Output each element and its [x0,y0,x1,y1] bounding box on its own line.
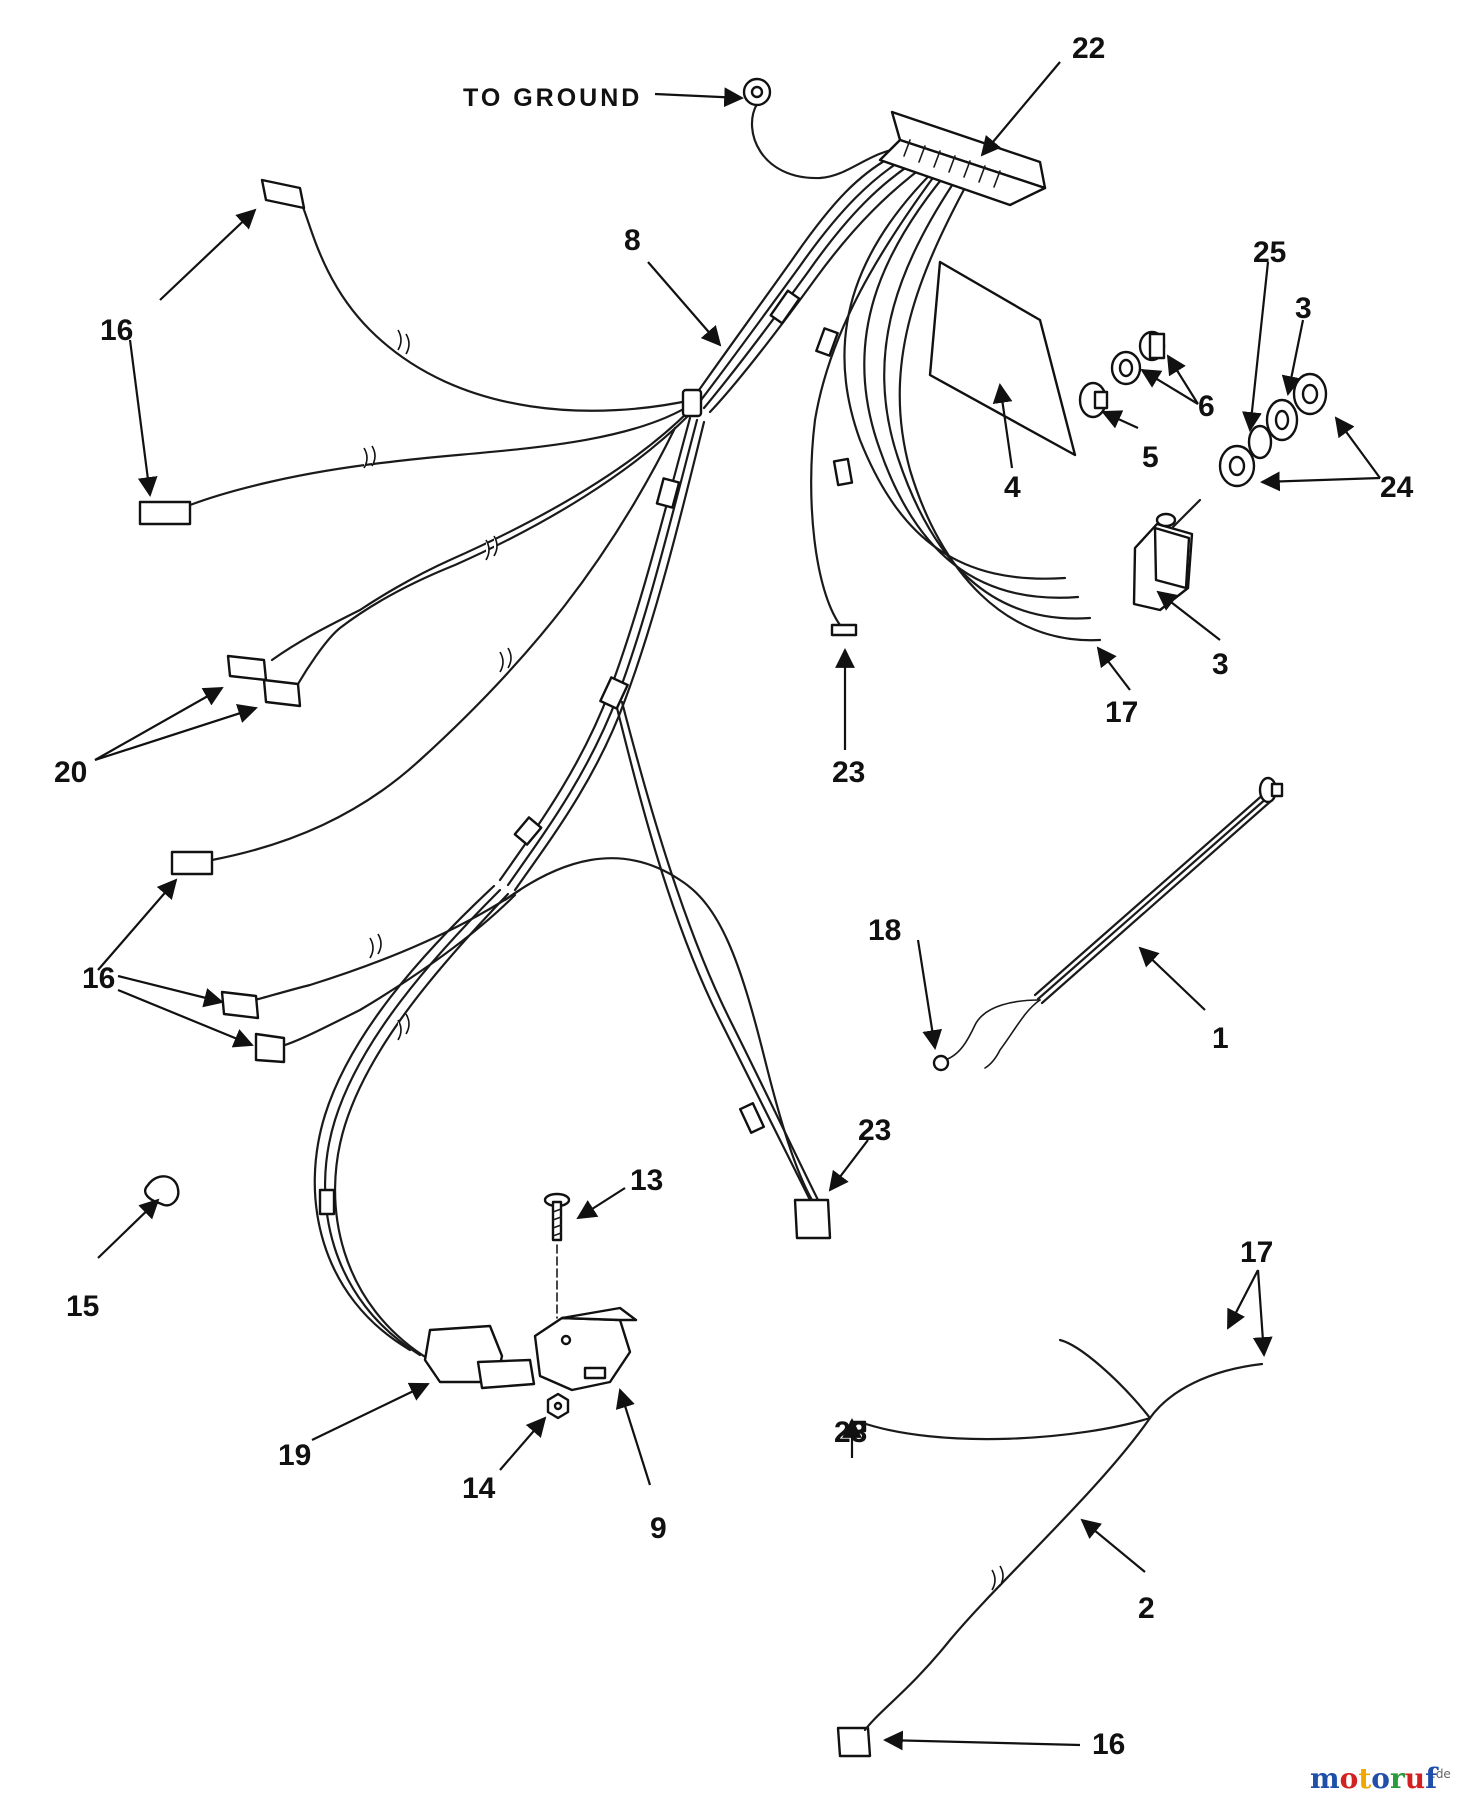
callout-23-top: 23 [832,756,865,789]
toggle-switch [1132,498,1202,612]
watermark-letter: o [1371,1762,1390,1795]
callout-16-top: 16 [100,314,133,347]
callout-18: 18 [868,914,901,947]
watermark-suffix: .de [1432,1767,1451,1781]
callout-16-bottom: 16 [1092,1728,1125,1761]
screw [543,1192,571,1319]
callout-14: 14 [462,1472,496,1505]
callout-23-bottom: 23 [834,1416,867,1449]
watermark-logo: motoruf .de [1310,1762,1451,1795]
watermark-letter: t [1358,1762,1371,1795]
spade-terminal [830,623,867,1433]
lead-wire-2 [858,1338,1264,1732]
wire-clip [143,1175,180,1207]
callout-5: 5 [1142,441,1159,474]
callout-3-top: 3 [1295,292,1312,325]
callout-20: 20 [54,756,87,789]
connector-plugs [138,178,872,1758]
bracket-plate [928,260,1077,457]
bushing-parts [1110,330,1166,386]
watermark-letter: u [1405,1762,1425,1795]
watermark-letter: f [1425,1762,1439,1795]
callout-23-mid: 23 [858,1114,891,1147]
callout-2: 2 [1138,1592,1155,1625]
callout-1: 1 [1212,1022,1229,1055]
connector-block [878,110,1047,207]
callout-19: 19 [278,1439,311,1472]
main-wire-harness [188,102,1102,1362]
leader-lines [94,61,1381,1751]
callout-17-bottom: 17 [1240,1236,1273,1269]
hex-nut [546,1392,570,1420]
watermark-letter: o [1340,1762,1359,1795]
interlock-switch [423,1306,638,1392]
watermark-letter: m [1310,1762,1340,1795]
callout-15: 15 [66,1290,99,1323]
svg-text:motoruf: motoruf [1310,1762,1439,1795]
ground-terminal [742,77,772,107]
ground-label: TO GROUND [463,84,642,112]
callout-3-bottom: 3 [1212,648,1229,681]
knob-part [1078,381,1109,419]
wire-lead [932,776,1284,1072]
watermark-letter: r [1390,1762,1406,1795]
callout-22: 22 [1072,32,1105,65]
callout-24: 24 [1380,471,1414,504]
callout-13: 13 [630,1164,663,1197]
nut-washer-set [1218,372,1328,488]
callout-17-top: 17 [1105,696,1138,729]
callout-25: 25 [1253,236,1286,269]
callout-9: 9 [650,1512,667,1545]
callout-8: 8 [624,224,641,257]
callout-6: 6 [1198,390,1215,423]
callout-16-mid: 16 [82,962,115,995]
callout-4: 4 [1004,471,1021,504]
